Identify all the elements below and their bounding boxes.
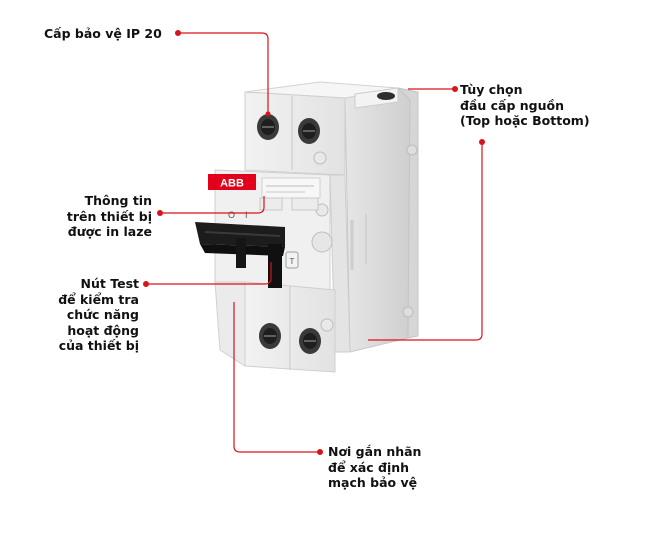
side-round-knob (311, 231, 333, 253)
leader-protection (178, 32, 269, 114)
circuit-breaker-image: ABB O I T (195, 81, 419, 373)
handle-on-mark: I (245, 210, 248, 220)
dot-laser-info (157, 210, 163, 216)
leader-power-bottom (368, 142, 483, 341)
label-circuit-label-slot: Nơi gắn nhãn để xác định mạch bảo vệ (328, 444, 422, 490)
label-laser-printed-info: Thông tin trên thiết bị được in laze (66, 193, 152, 239)
brand-text: ABB (220, 178, 244, 190)
dot-protection (175, 30, 181, 36)
leader-test-button (146, 262, 272, 285)
dot-test-button (143, 281, 149, 287)
side-round-knob (313, 151, 327, 165)
side-round-knob (402, 306, 414, 318)
side-round-knob (406, 144, 418, 156)
bottom-terminal-screw-right (299, 328, 321, 354)
handle-off-mark: O (228, 210, 235, 220)
dot-power-bottom (479, 139, 485, 145)
laser-info-panel (261, 177, 321, 199)
callout-dots (143, 30, 485, 455)
callout-lines (146, 32, 483, 453)
label-power-supply-option: Tùy chọn đầu cấp nguồn (Top hoặc Bottom) (460, 82, 590, 128)
label-test-button: Nút Test để kiểm tra chức năng hoạt động… (58, 276, 139, 353)
dot-power-option (452, 86, 458, 92)
test-marker: T (290, 257, 295, 266)
top-terminal-screw-right (298, 118, 320, 144)
dot-protection-end (265, 111, 271, 117)
dot-label-slot (317, 449, 323, 455)
test-button: T (285, 251, 299, 269)
top-terminal-screw-left (257, 114, 279, 140)
label-protection-ip20: Cấp bảo vệ IP 20 (44, 26, 162, 41)
leader-laser-info (160, 196, 265, 214)
leader-label-slot (233, 302, 320, 453)
side-round-knob (320, 318, 334, 332)
bottom-terminal-screw-left (259, 323, 281, 349)
breaker-side (344, 87, 411, 353)
abb-label: ABB (208, 174, 256, 190)
